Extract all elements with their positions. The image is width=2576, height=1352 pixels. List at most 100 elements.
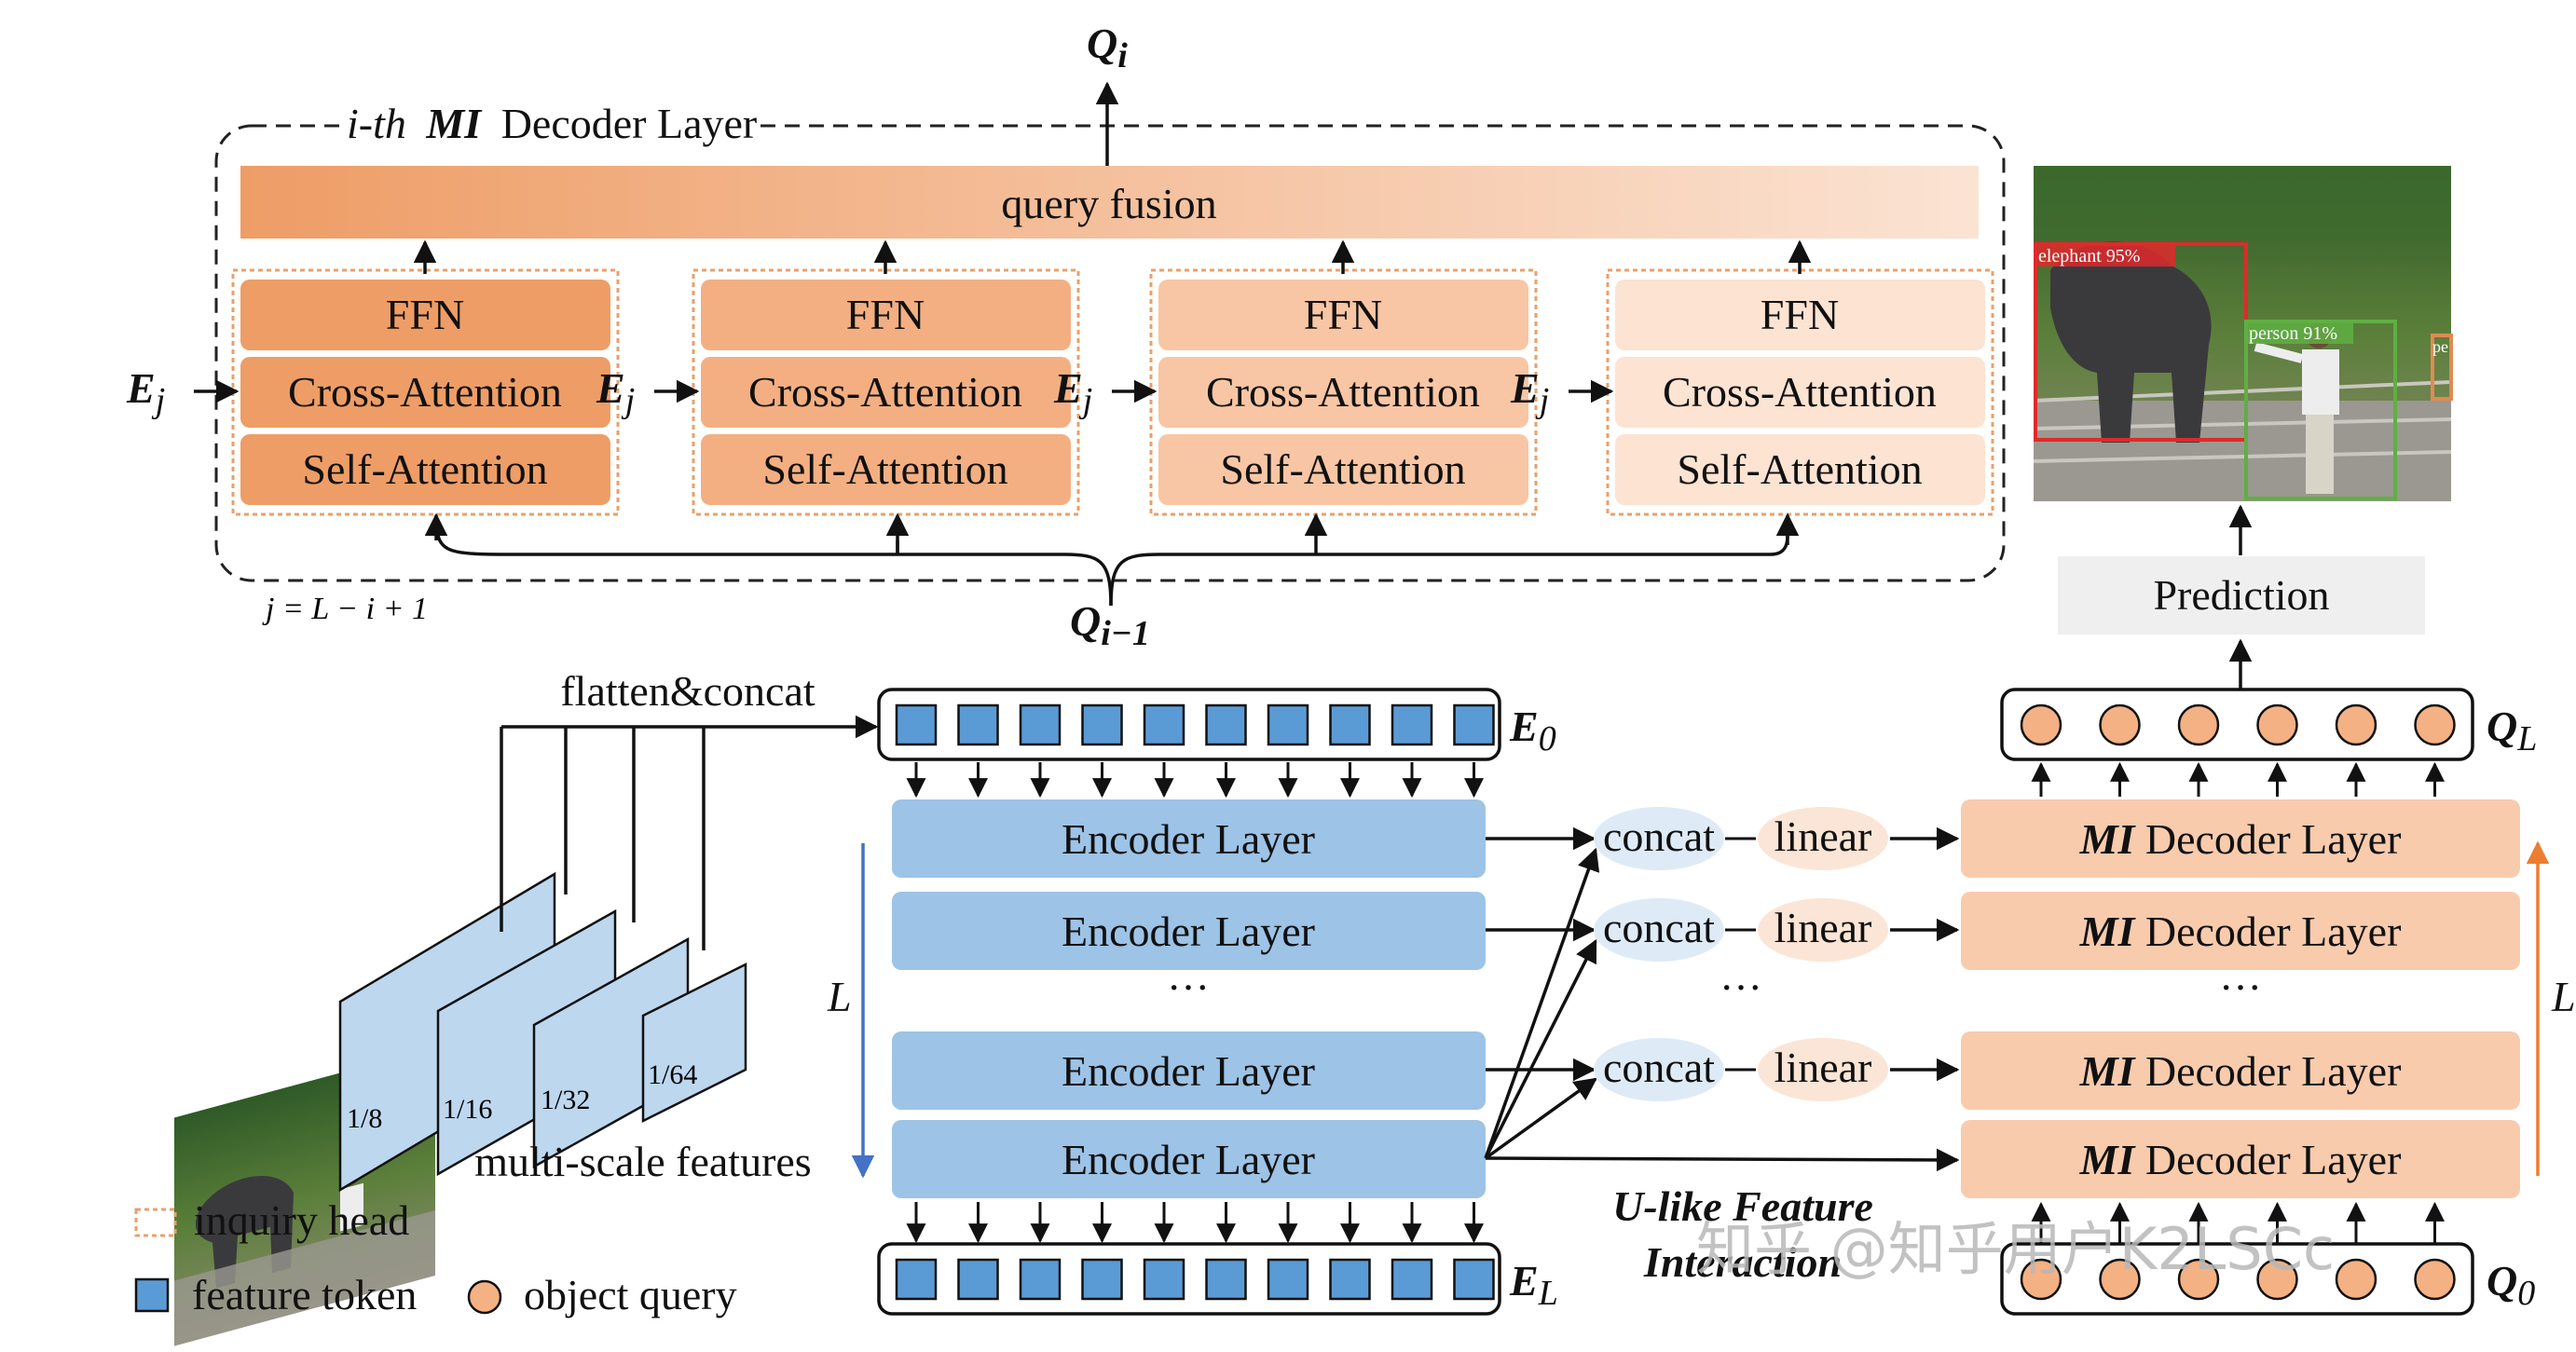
watermark: 知乎 @知乎用户K2LSCc (1696, 1215, 2335, 1283)
legend: inquiry head feature token object query (134, 1196, 737, 1318)
prediction-image: elephant 95% person 91% pe (2033, 166, 2453, 501)
fusion-dots: ··· (1720, 963, 1762, 1011)
self-block (1158, 434, 1528, 505)
self-label: Self-Attention (762, 445, 1007, 493)
concat-node-1 (1594, 807, 1724, 870)
self-block (240, 434, 610, 505)
prediction-box (2058, 556, 2425, 635)
feature-token (957, 1258, 999, 1301)
decoder-layer-4 (1961, 1120, 2520, 1198)
feature-token (1019, 703, 1062, 746)
query-fusion-bar (240, 166, 1979, 239)
person-shape (2302, 349, 2339, 415)
linear-label-1: linear (1774, 813, 1872, 860)
encoder-layer-1 (892, 799, 1486, 878)
encoder-output-label: EL (1509, 1257, 1558, 1313)
legend-inquiry-head-swatch (134, 1208, 177, 1237)
object-query (2020, 703, 2062, 746)
decoder-layer-1 (1961, 799, 2520, 878)
multi-scale-caption: multi-scale features (474, 1138, 811, 1185)
ffn-label: FFN (386, 291, 464, 338)
feature-token (1205, 1258, 1247, 1301)
decoder-layer-title: i-th MI Decoder Layer (347, 100, 757, 147)
cross-label: Cross-Attention (288, 368, 562, 416)
encoder-feature-input-label: Ej (596, 364, 635, 420)
concat-node-3 (1594, 1038, 1724, 1101)
encoder-layer-3 (892, 1031, 1486, 1110)
decoder-layer-2-label: MI Decoder Layer (2079, 908, 2402, 955)
self-label: Self-Attention (302, 445, 547, 493)
feature-token (1453, 1258, 1495, 1301)
object-query (2099, 703, 2141, 746)
j-formula: j = L − i + 1 (262, 592, 428, 626)
ffn-label: FFN (1304, 291, 1382, 338)
decoder-depth-label: L (2551, 973, 2576, 1020)
cross-block (701, 357, 1071, 428)
object-query (2335, 1258, 2377, 1301)
decoder-dots: ··· (2219, 963, 2262, 1011)
cross-block (1615, 357, 1985, 428)
input-query-label: Qi−1 (1070, 597, 1150, 653)
self-block (1615, 434, 1985, 505)
legend-object-query-label: object query (524, 1271, 737, 1318)
feature-token (1267, 703, 1309, 746)
cross-block (1158, 357, 1528, 428)
decoder-layer-3-label: MI Decoder Layer (2079, 1047, 2402, 1095)
object-query (2099, 1258, 2141, 1301)
concat-label-3: concat (1603, 1044, 1715, 1091)
scale-label-1-32: 1/32 (541, 1085, 590, 1115)
feature-token (1019, 1258, 1062, 1301)
ffn-label: FFN (1761, 291, 1839, 338)
feature-interaction: concat linear concat linear ··· concat l… (1484, 807, 1960, 1286)
object-query (2177, 703, 2220, 746)
object-query (2335, 703, 2377, 746)
ffn-block (701, 280, 1071, 350)
encoder-layer-2-label: Encoder Layer (1062, 908, 1315, 955)
cross-label: Cross-Attention (748, 368, 1022, 416)
decoder-layer-4-label: MI Decoder Layer (2079, 1136, 2402, 1183)
self-label: Self-Attention (1677, 445, 1922, 493)
feature-token (1267, 1258, 1309, 1301)
feature-token (1391, 1258, 1433, 1301)
scale-label-1-8: 1/8 (347, 1103, 382, 1134)
cross-label: Cross-Attention (1206, 368, 1480, 416)
feature-token (1143, 1258, 1185, 1301)
flatten-concat-label: flatten&concat (560, 667, 815, 715)
detection-label-elephant: elephant 95% (2038, 246, 2140, 266)
feature-token (957, 703, 999, 746)
fusion-caption-line2: Interaction (1643, 1238, 1842, 1286)
ffn-block (1158, 280, 1528, 350)
feature-token (1081, 1258, 1123, 1301)
output-query-label: Qi (1087, 20, 1128, 75)
feature-token (1081, 703, 1123, 746)
decoder-input-label: Q0 (2487, 1257, 2535, 1313)
fusion-caption-line1: U-like Feature (1612, 1182, 1873, 1230)
encoder-layer-2 (892, 892, 1486, 970)
decoder-output-queries (2000, 688, 2474, 761)
feature-token (1329, 1258, 1371, 1301)
decoder-layer-3 (1961, 1031, 2520, 1110)
feature-token (1143, 703, 1185, 746)
concat-node-2 (1594, 898, 1724, 962)
detection-label-partial: pe (2432, 337, 2448, 356)
scale-label-1-16: 1/16 (443, 1094, 492, 1125)
encoder-input-label: E0 (1509, 703, 1556, 758)
linear-node-3 (1758, 1038, 1888, 1101)
feature-token (1329, 703, 1371, 746)
feature-token (895, 1258, 938, 1301)
encoder-layer-4-label: Encoder Layer (1062, 1136, 1315, 1183)
decoder-layer-dashed-frame (214, 124, 2006, 582)
object-query (2414, 703, 2456, 746)
linear-label-3: linear (1774, 1044, 1872, 1091)
object-query (2177, 1258, 2220, 1301)
object-query (2256, 703, 2298, 746)
concat-label-2: concat (1603, 904, 1715, 951)
ffn-label: FFN (846, 291, 925, 338)
ffn-block (240, 280, 610, 350)
query-branch-lines (434, 521, 1113, 607)
